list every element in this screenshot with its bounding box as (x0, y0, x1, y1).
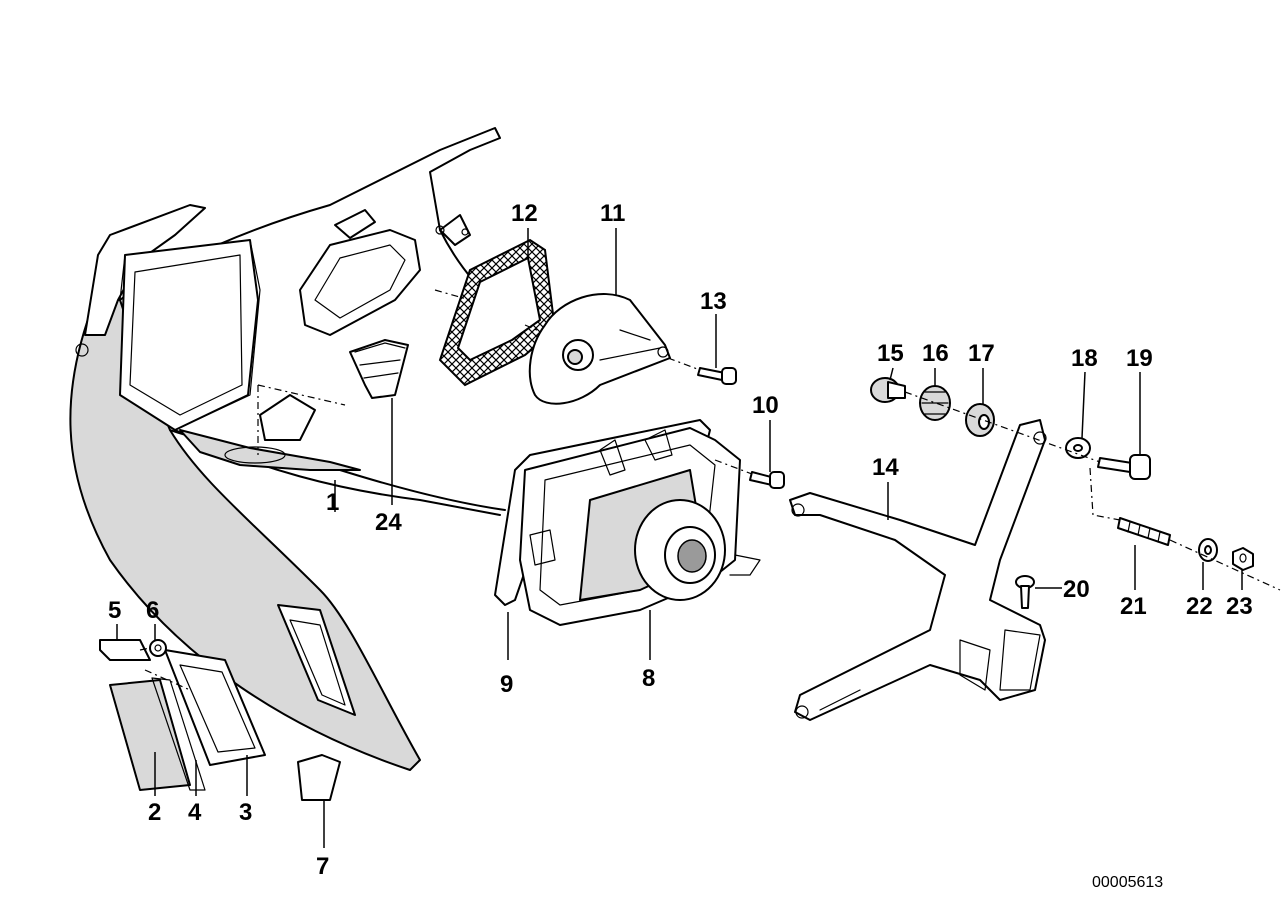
callout-5: 5 (108, 597, 121, 624)
rubber-bushing-15 (870, 377, 906, 403)
frame-3 (164, 649, 266, 766)
callout-16: 16 (922, 340, 949, 367)
screw-20 (1015, 575, 1035, 609)
grommet-17 (965, 403, 995, 437)
callout-22: 22 (1186, 593, 1213, 620)
screw-13 (697, 367, 737, 385)
callout-17: 17 (968, 340, 995, 367)
nut-23 (1232, 547, 1254, 571)
bolt-19 (1097, 454, 1151, 480)
mounting-cover (528, 293, 671, 405)
grommet-16 (919, 385, 951, 421)
callout-2: 2 (148, 799, 161, 826)
callout-18: 18 (1071, 345, 1098, 372)
headlight-housing (519, 427, 761, 626)
callout-21: 21 (1120, 593, 1147, 620)
callout-3: 3 (239, 799, 252, 826)
callout-24: 24 (375, 509, 402, 536)
callout-9: 9 (500, 671, 513, 698)
callout-10: 10 (752, 392, 779, 419)
diagram-reference-number: 00005613 (1092, 874, 1164, 891)
callout-6: 6 (146, 597, 159, 624)
callout-1: 1 (326, 489, 339, 516)
stud-21 (1117, 517, 1171, 546)
leader-lines (116, 228, 1243, 848)
callout-20: 20 (1063, 576, 1090, 603)
callout-13: 13 (700, 288, 727, 315)
mounting-bracket (789, 419, 1047, 721)
washer-22 (1198, 538, 1218, 562)
callout-11: 11 (600, 200, 625, 227)
air-duct (349, 339, 409, 399)
seal-4 (151, 677, 206, 791)
callout-8: 8 (642, 665, 655, 692)
callout-19: 19 (1126, 345, 1153, 372)
gasket (438, 238, 557, 387)
washer-18 (1065, 437, 1091, 459)
clip-7 (297, 754, 341, 801)
callout-15: 15 (877, 340, 904, 367)
callout-labels: 1 2 3 4 5 6 7 8 9 10 11 12 13 14 15 16 1… (108, 200, 1253, 880)
callout-23: 23 (1226, 593, 1253, 620)
callout-4: 4 (188, 799, 202, 826)
cover-plate-2 (109, 679, 191, 791)
bracket-5 (99, 639, 151, 661)
screw-10 (749, 471, 785, 489)
callout-7: 7 (316, 853, 329, 880)
fairing-shell (69, 127, 561, 771)
callout-14: 14 (872, 454, 899, 481)
callout-12: 12 (511, 200, 538, 227)
screw-6 (149, 639, 167, 657)
